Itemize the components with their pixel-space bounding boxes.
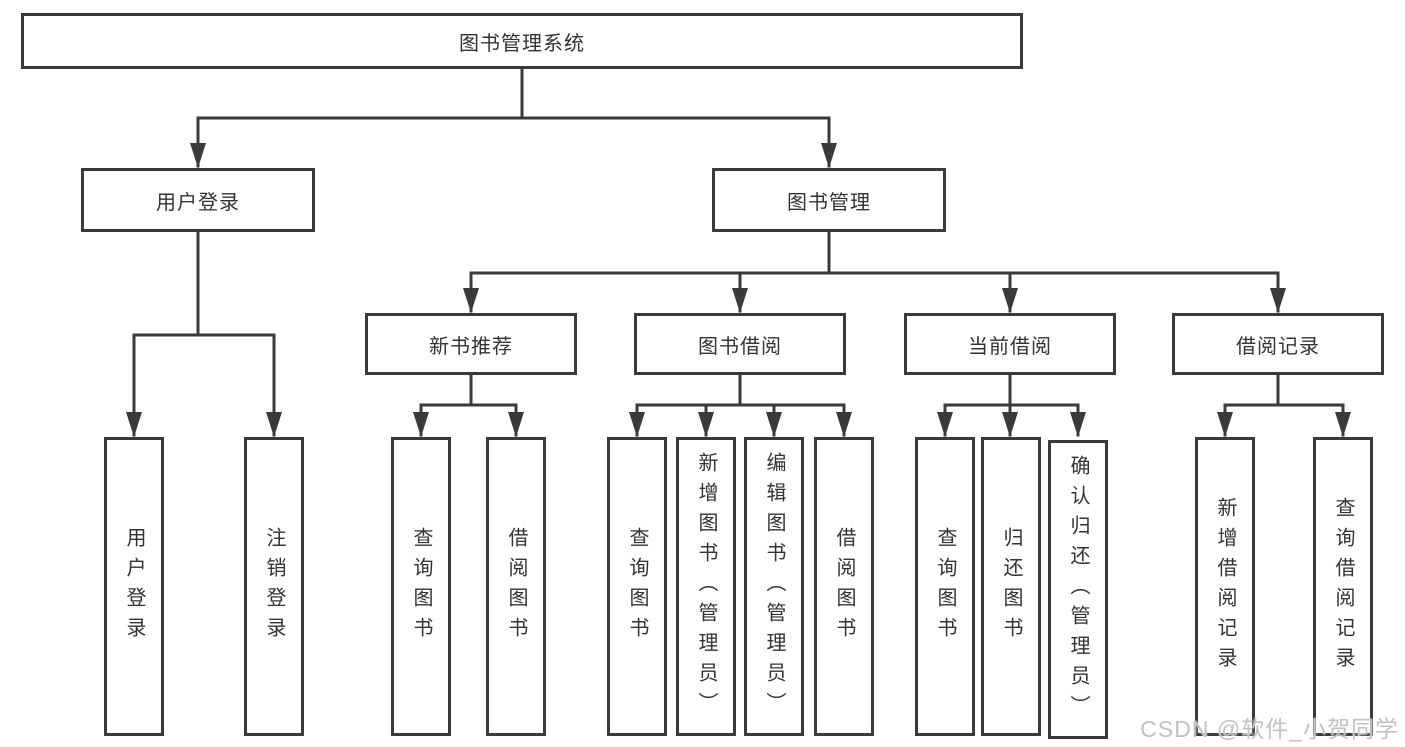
leaf-logout-label: 注销登录	[263, 526, 285, 647]
leaf-current-confirm-return-admin-label: 确认归还（管理员）	[1067, 454, 1089, 725]
node-user-login-label: 用户登录	[156, 191, 240, 214]
leaf-record-query-label: 查询借阅记录	[1332, 496, 1354, 677]
leaf-current-query: 查询图书	[915, 437, 975, 736]
node-new-book-recommend-label: 新书推荐	[429, 335, 513, 358]
node-borrow-record: 借阅记录	[1172, 313, 1384, 375]
node-current-borrow-label: 当前借阅	[968, 335, 1052, 358]
node-book-borrow-label: 图书借阅	[698, 335, 782, 358]
node-current-borrow: 当前借阅	[904, 313, 1116, 375]
leaf-newbook-query-label: 查询图书	[410, 526, 432, 647]
leaf-borrow-edit-admin-label: 编辑图书（管理员）	[763, 451, 785, 722]
leaf-current-return-label: 归还图书	[1000, 526, 1022, 647]
node-user-login: 用户登录	[81, 168, 315, 232]
leaf-borrow-add-admin: 新增图书（管理员）	[676, 437, 736, 736]
leaf-record-query: 查询借阅记录	[1313, 437, 1373, 736]
node-root-label: 图书管理系统	[459, 32, 585, 55]
leaf-user-login: 用户登录	[104, 437, 164, 736]
leaf-borrow-borrow: 借阅图书	[814, 437, 874, 736]
leaf-borrow-edit-admin: 编辑图书（管理员）	[744, 437, 804, 736]
leaf-newbook-borrow-label: 借阅图书	[505, 526, 527, 647]
leaf-borrow-add-admin-label: 新增图书（管理员）	[695, 451, 717, 722]
node-borrow-record-label: 借阅记录	[1236, 335, 1320, 358]
csdn-watermark: CSDN @软件_小贺同学	[1140, 716, 1399, 742]
leaf-current-return: 归还图书	[981, 437, 1041, 736]
node-book-management-label: 图书管理	[787, 191, 871, 214]
node-root: 图书管理系统	[21, 13, 1023, 69]
leaf-current-confirm-return-admin: 确认归还（管理员）	[1048, 440, 1108, 739]
node-book-borrow: 图书借阅	[634, 313, 846, 375]
leaf-borrow-borrow-label: 借阅图书	[833, 526, 855, 647]
leaf-borrow-query: 查询图书	[607, 437, 667, 736]
leaf-borrow-query-label: 查询图书	[626, 526, 648, 647]
leaf-record-add: 新增借阅记录	[1195, 437, 1255, 736]
leaf-record-add-label: 新增借阅记录	[1214, 496, 1236, 677]
leaf-current-query-label: 查询图书	[934, 526, 956, 647]
leaf-newbook-query: 查询图书	[391, 437, 451, 736]
node-new-book-recommend: 新书推荐	[365, 313, 577, 375]
leaf-logout: 注销登录	[244, 437, 304, 736]
leaf-newbook-borrow: 借阅图书	[486, 437, 546, 736]
node-book-management: 图书管理	[712, 168, 946, 232]
leaf-user-login-label: 用户登录	[123, 526, 145, 647]
